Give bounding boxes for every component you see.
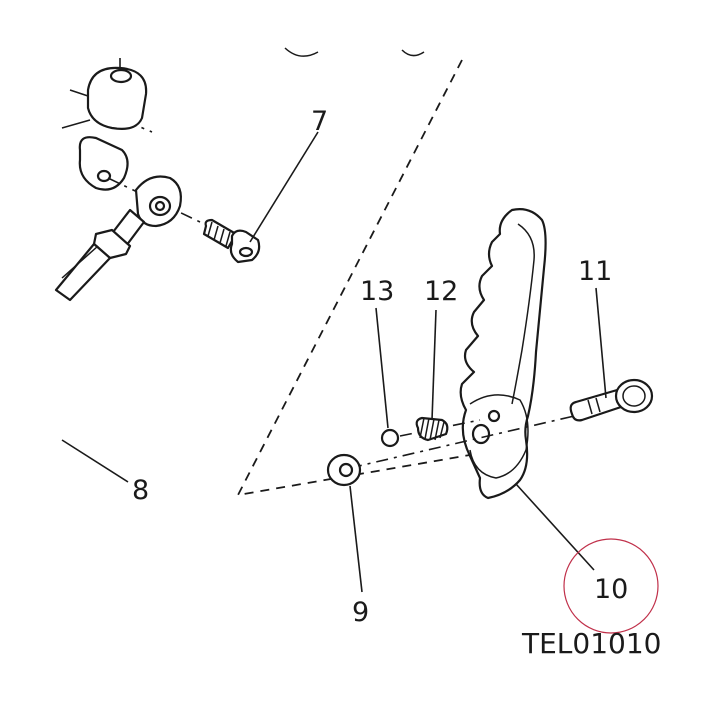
pin-head: [614, 378, 654, 414]
pin-head-rim: [622, 385, 646, 407]
pin-groove: [587, 397, 601, 415]
clamp-body: [86, 66, 148, 130]
leader-11: [595, 287, 607, 399]
callout-11: 11: [578, 256, 612, 287]
leader-8: [61, 439, 129, 483]
pivot-pin-item-11: [569, 378, 654, 422]
pedal-boss-outline: [469, 394, 529, 479]
clamp-arm: [78, 136, 129, 191]
pedal-detent-hole: [487, 409, 501, 423]
reference-code: TEL01010: [521, 627, 661, 660]
pedal-item-10: [459, 208, 547, 500]
leader-7: [249, 131, 319, 243]
callout-10: 10: [594, 574, 628, 605]
pedal-ridge: [511, 223, 535, 405]
clamp-bore: [109, 68, 133, 84]
clamp-arm-hole: [96, 169, 112, 183]
washer-inner: [338, 462, 354, 478]
detent-ball-item-13: [380, 428, 400, 448]
bolt-head-socket: [238, 246, 254, 258]
spring-coils: [419, 417, 445, 441]
callout-9: 9: [352, 597, 369, 628]
tie-rod: [54, 242, 112, 302]
callout-12: 12: [424, 276, 458, 307]
assembly-boundary-dashed: [236, 59, 471, 497]
pedal-pivot-hole: [471, 423, 491, 445]
callout-7: 7: [311, 106, 328, 137]
leader-9: [349, 485, 363, 593]
leader-12: [431, 309, 437, 421]
pivot-axis: [349, 409, 601, 469]
clamp-line-a: [69, 89, 89, 97]
clamp-line-b: [61, 119, 91, 129]
rod-end-bore: [154, 200, 166, 212]
leader-13: [375, 307, 389, 429]
callout-8: 8: [132, 475, 149, 506]
pedal-body: [459, 208, 547, 500]
callout-13: 13: [360, 276, 394, 307]
bolt-threads: [207, 221, 231, 247]
spring-item-12: [415, 416, 449, 442]
tie-rod-highlight: [61, 245, 99, 279]
washer-item-9: [326, 453, 362, 487]
linkage-assembly: [54, 58, 201, 302]
highlight-circle: [563, 538, 659, 634]
rod-end-axis: [107, 177, 201, 223]
top-edge-fragment: [284, 47, 425, 57]
leader-10: [515, 483, 595, 571]
